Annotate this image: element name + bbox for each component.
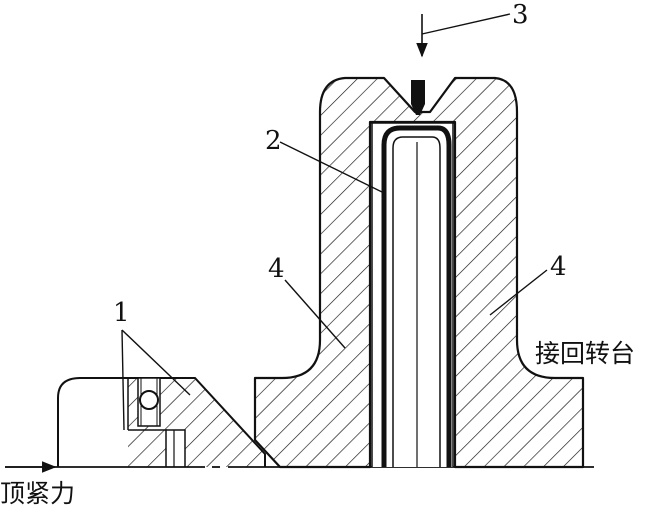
label-part-1: 1 [113,298,130,328]
label-clamp-force: 顶紧力 [0,479,76,508]
clamp-block [57,377,266,467]
cavity-and-core [370,122,455,467]
label-part-2: 2 [265,126,282,156]
label-part-4-left: 4 [268,254,285,284]
label-part-3: 3 [512,0,529,30]
parison-wall [381,125,452,467]
bearing-icon [137,377,161,427]
leader-lines [121,13,548,431]
label-part-4-right: 4 [550,252,567,282]
injection-gate [411,80,425,115]
label-turntable: 接回转台 [535,339,636,368]
